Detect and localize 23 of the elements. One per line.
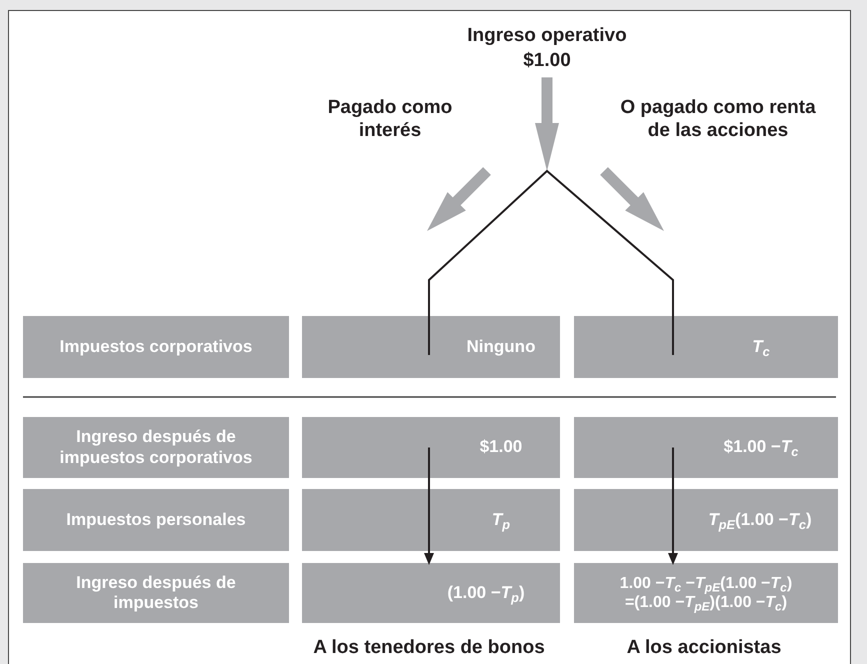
value-cell: $1.00 −T$_{c}$ bbox=[574, 417, 838, 478]
value-cell: 1.00 −T$_{c}$ −T$_{pE}$(1.00 −T$_{c}$) =(1.00 −T$_{pE}$)(1.00 −T$_{c}$) bbox=[574, 563, 838, 623]
connector-line bbox=[672, 448, 674, 489]
recipient-label: A los tenedores de bonos bbox=[312, 637, 546, 660]
value-cell: T$_{pE}$(1.00 −T$_{c}$) bbox=[574, 489, 838, 551]
branch-label: Pagado como interés bbox=[326, 97, 454, 143]
connector-line bbox=[668, 489, 678, 565]
block-arrow bbox=[535, 77, 559, 171]
branch-label: O pagado como renta de las acciones bbox=[619, 97, 817, 143]
value-cell: T$_{p}$ bbox=[302, 489, 560, 551]
connector-line bbox=[428, 448, 430, 489]
row-header: Ingreso después de impuestos bbox=[23, 563, 289, 623]
value-cell: T$_{c}$ bbox=[574, 316, 838, 378]
heading-text: Ingreso operativo $1.00 bbox=[457, 24, 637, 74]
value-cell: $1.00 bbox=[302, 417, 560, 478]
connector-line bbox=[428, 170, 674, 355]
connector-line bbox=[424, 489, 434, 565]
row-header: Impuestos personales bbox=[23, 489, 289, 551]
row-header: Ingreso después de impuestos corporativos bbox=[23, 417, 289, 478]
recipient-label: A los accionistas bbox=[626, 637, 782, 660]
row-header: Impuestos corporativos bbox=[23, 316, 289, 378]
value-cell: (1.00 −T$_{p}$) bbox=[302, 563, 560, 623]
value-cell: Ninguno bbox=[302, 316, 560, 378]
